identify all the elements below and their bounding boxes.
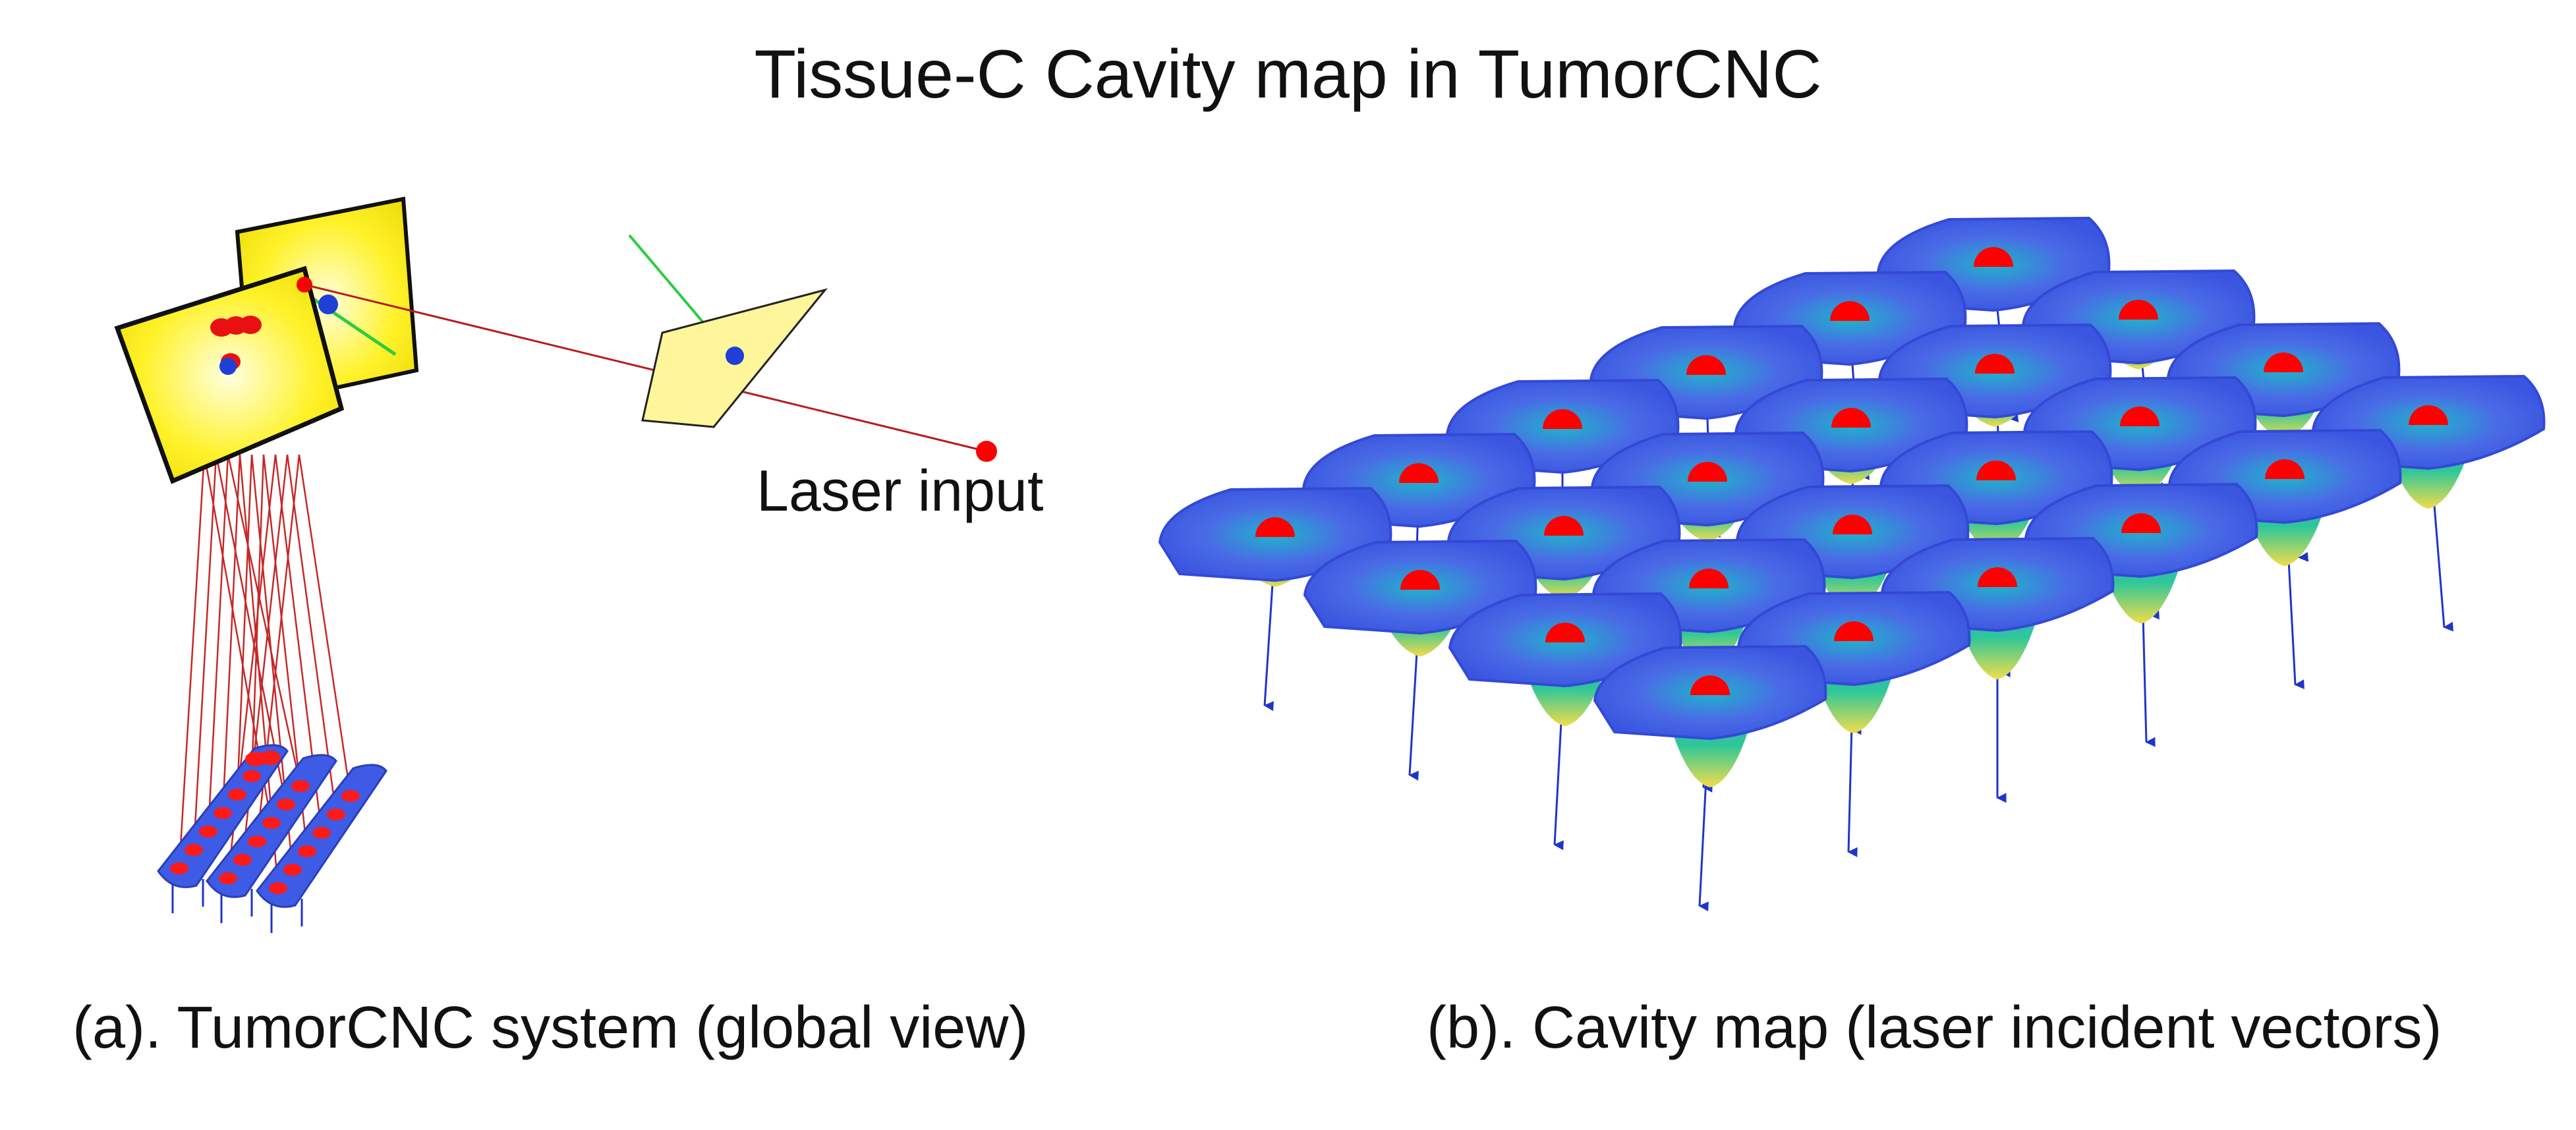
cavity-surface — [1303, 539, 1537, 781]
laser-input-marker — [976, 441, 997, 462]
laser-ray — [236, 454, 253, 795]
cavity-surface — [1593, 644, 1827, 912]
cavity-marker — [312, 827, 331, 839]
cavity-marker — [243, 770, 261, 782]
laser-input-label: Laser input — [757, 458, 1044, 523]
cavity-marker — [341, 790, 360, 802]
cavity-center-marker — [1976, 461, 2016, 480]
cavity-center-marker — [1255, 517, 1295, 537]
cavity-center-marker — [1544, 516, 1584, 536]
cavity-center-marker — [1975, 354, 2015, 374]
caption-panel-a: (a). TumorCNC system (global view) — [72, 995, 1029, 1061]
cavity-marker — [170, 862, 188, 874]
mirror-axis-marker — [219, 358, 237, 375]
cavity-marker — [219, 872, 237, 884]
cavity-marker — [327, 808, 345, 820]
cavity-center-marker — [1978, 567, 2017, 587]
cavity-surface — [1448, 592, 1682, 851]
cavity-marker — [199, 826, 217, 837]
tissue-pad-strip — [256, 764, 387, 933]
laser-ray — [298, 454, 352, 797]
page-title: Tissue-C Cavity map in TumorCNC — [754, 36, 1822, 113]
cavity-marker — [233, 854, 252, 866]
cavity-center-marker — [1686, 355, 1726, 375]
scanner-axis-marker — [318, 295, 338, 314]
cavity-center-marker — [1831, 408, 1871, 428]
cavity-center-marker — [1399, 463, 1439, 483]
laser-ray — [178, 454, 206, 869]
front-mirror — [114, 266, 345, 484]
cavity-center-marker — [2409, 405, 2448, 425]
laser-ray — [221, 454, 241, 814]
tissue-sample-pads — [157, 744, 387, 933]
cavity-marker — [248, 835, 266, 847]
cavity-center-marker — [1690, 675, 1730, 695]
tissue-pad-strip — [157, 744, 289, 913]
mirror-markers — [210, 316, 262, 370]
cavity-center-marker — [2264, 353, 2303, 372]
cavity-center-marker — [2121, 513, 2161, 533]
laser-ray — [286, 454, 337, 815]
laser-ray — [192, 454, 217, 851]
cavity-center-marker — [1688, 462, 1727, 482]
cavity-center-marker — [2120, 407, 2160, 426]
cavity-center-marker — [1834, 621, 1874, 641]
cavity-marker — [228, 789, 246, 801]
cavity-surface — [1158, 486, 1392, 712]
cavity-center-marker — [1543, 409, 1582, 429]
tumorcnc-system-diagram — [114, 196, 997, 933]
cavity-marker — [283, 864, 302, 876]
cavity-marker — [262, 817, 281, 829]
cavity-center-marker — [1833, 515, 1872, 534]
cavity-center-marker — [1689, 569, 1729, 588]
cavity-center-marker — [1974, 247, 2013, 267]
cavity-center-marker — [1545, 623, 1585, 642]
splitter-axis-marker — [726, 347, 744, 365]
cavity-marker — [269, 882, 287, 894]
cavity-marker — [277, 799, 295, 810]
cavity-marker — [185, 844, 203, 856]
cavity-marker — [214, 807, 232, 819]
laser-beam — [304, 283, 987, 453]
cavity-marker — [291, 780, 310, 792]
cavity-center-marker — [1830, 301, 1870, 321]
cavity-center-marker — [2119, 300, 2158, 320]
cavity-map-diagram — [1158, 216, 2546, 912]
caption-panel-b: (b). Cavity map (laser incident vectors) — [1427, 995, 2442, 1061]
cavity-center-marker — [2265, 459, 2304, 479]
cavity-marker — [298, 845, 316, 857]
cavity-center-marker — [1400, 570, 1440, 590]
laser-ray — [227, 454, 302, 787]
laser-ray — [207, 454, 229, 832]
cavity-marker — [260, 750, 281, 765]
tissue-pad-strip — [206, 754, 337, 923]
